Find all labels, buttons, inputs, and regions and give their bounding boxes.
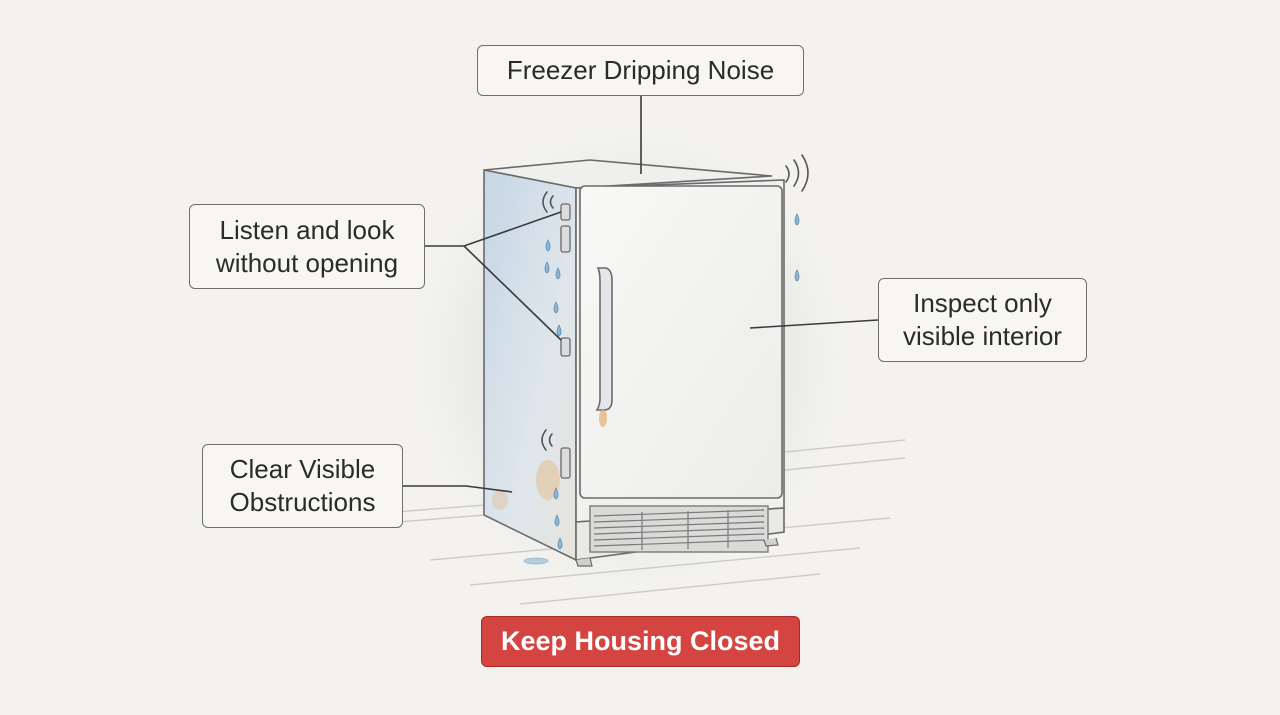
inspect-callout-line-2: visible interior <box>903 321 1062 351</box>
freezer-door <box>579 185 783 499</box>
water-drops <box>523 213 800 565</box>
clear-callout: Clear Visible Obstructions <box>202 444 403 528</box>
rust-stain <box>492 490 508 510</box>
leader-lines <box>403 96 879 493</box>
warning-banner: Keep Housing Closed <box>481 616 800 667</box>
title-text: Freezer Dripping Noise <box>506 55 775 85</box>
hinge-mid <box>560 337 571 357</box>
inspect-callout-line-1: Inspect only <box>913 288 1052 318</box>
listen-callout-line-2: without opening <box>215 247 399 278</box>
freezer-body <box>483 159 785 567</box>
vent-grille <box>589 505 769 553</box>
clear-callout-line-1: Clear Visible <box>229 454 376 484</box>
rust-stain <box>599 409 607 427</box>
listen-callout-line-1: Listen and look <box>219 214 395 245</box>
warning-text: Keep Housing Closed <box>500 626 781 656</box>
hinge-top <box>560 203 571 221</box>
hinge-bottom <box>560 447 571 479</box>
title-callout: Freezer Dripping Noise <box>477 45 804 96</box>
clear-callout-line-2: Obstructions <box>229 487 376 517</box>
hinge-upper-mid <box>560 225 571 253</box>
listen-callout: Listen and look without opening <box>189 204 425 289</box>
door-handle <box>595 267 613 411</box>
rust-stain <box>536 460 560 500</box>
noise-wave-icon <box>541 154 809 451</box>
inspect-callout: Inspect only visible interior <box>878 278 1087 362</box>
